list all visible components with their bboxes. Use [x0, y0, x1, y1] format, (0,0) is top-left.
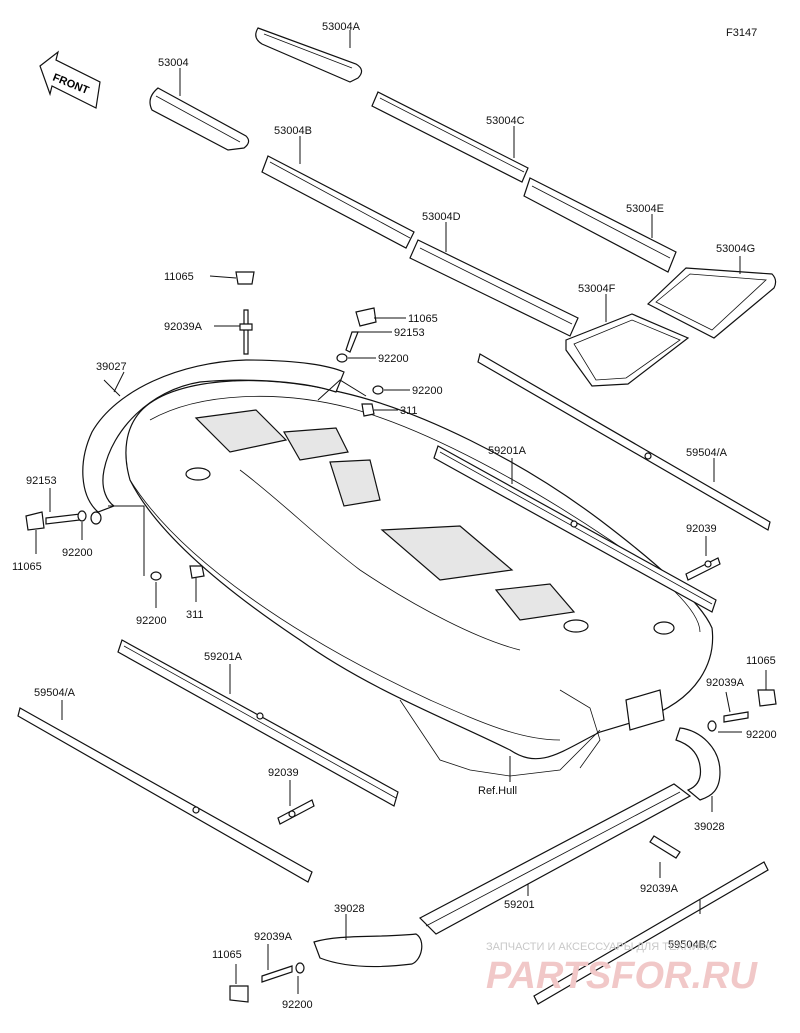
bumper-39028-lower [313, 933, 423, 968]
washer-92200-b [372, 385, 384, 395]
label-11065-e: 11065 [212, 949, 242, 961]
rivet-92039-b [277, 799, 315, 825]
nut-311-a [361, 403, 375, 417]
label-53004B: 53004B [274, 125, 312, 137]
label-92153-b: 92153 [26, 475, 57, 487]
label-92039-a: 92039 [686, 523, 717, 535]
bolt-92153-a [345, 331, 359, 353]
label-53004D: 53004D [422, 211, 461, 223]
label-92039A-b: 92039A [706, 677, 745, 689]
label-59504A-b: 59504/A [34, 687, 76, 699]
label-53004A: 53004A [322, 21, 361, 33]
rivet-92039-a [685, 557, 721, 581]
mat-53004A [255, 27, 363, 83]
label-59504BC: 59504B/C [668, 939, 717, 951]
label-53004E: 53004E [626, 203, 664, 215]
label-92039A-d: 92039A [254, 931, 293, 943]
mat-53004 [149, 87, 250, 151]
label-53004F: 53004F [578, 283, 616, 295]
label-92200-a: 92200 [378, 353, 409, 365]
label-92153-a: 92153 [394, 327, 425, 339]
label-92039A-c: 92039A [640, 883, 679, 895]
watermark-caption: ЗАПЧАСТИ И АКСЕССУАРЫ ДЛЯ ТЕХНИКИ [486, 941, 714, 953]
fastener-set-lower-left [229, 962, 305, 1003]
label-92200-c: 92200 [62, 547, 93, 559]
label-92039A-a: 92039A [164, 321, 203, 333]
label-59504A-a: 59504/A [686, 447, 728, 459]
mat-leaders [179, 30, 741, 322]
front-arrow-icon: FRONT [39, 50, 101, 109]
bumper-39027 [82, 359, 367, 513]
rail-59201 [419, 783, 692, 935]
label-39028-a: 39028 [694, 821, 725, 833]
label-53004C: 53004C [486, 115, 525, 127]
label-59201A-a: 59201A [488, 445, 527, 457]
label-311-a: 311 [400, 405, 418, 417]
mat-53004B [261, 155, 415, 249]
watermark-logo: PARTSFOR.RU [486, 955, 758, 997]
mat-53004E [523, 177, 677, 273]
rail-59504A-lower [17, 707, 313, 883]
label-59201: 59201 [504, 899, 535, 911]
label-53004: 53004 [158, 57, 189, 69]
label-39028-b: 39028 [334, 903, 365, 915]
mat-53004D [409, 239, 579, 337]
label-39027: 39027 [96, 361, 127, 373]
label-11065-d: 11065 [746, 655, 776, 667]
label-92200-b: 92200 [412, 385, 443, 397]
rail-59201A-lower [117, 639, 399, 807]
mat-53004F [565, 313, 690, 387]
label-92200-e: 92200 [746, 729, 777, 741]
cap-11065-a [235, 271, 255, 285]
mat-53004C [371, 91, 529, 183]
label-11065-c: 11065 [12, 561, 42, 573]
bumper-39028-right [675, 727, 721, 801]
label-92200-d: 92200 [136, 615, 167, 627]
label-53004G: 53004G [716, 243, 755, 255]
label-59201A-b: 59201A [204, 651, 243, 663]
mat-53004G [646, 267, 777, 339]
fastener-leaders [35, 275, 767, 994]
figure-code: F3147 [726, 27, 757, 39]
rail-59504BC [533, 861, 769, 1005]
hull [125, 380, 714, 777]
label-92200-f: 92200 [282, 999, 313, 1011]
fastener-set-left [25, 510, 102, 531]
label-311-b: 311 [186, 609, 204, 621]
label-11065-a: 11065 [164, 271, 194, 283]
label-92039-b: 92039 [268, 767, 299, 779]
fastener-set-middle [150, 565, 205, 581]
rivet-92039A-a [239, 309, 253, 355]
label-11065-b: 11065 [408, 313, 438, 325]
rail-59201A-upper [433, 445, 717, 613]
rivet-92039A-c [649, 835, 681, 859]
fastener-set-right [707, 689, 777, 732]
label-ref-hull: Ref.Hull [478, 785, 517, 797]
rail-59504A-upper [477, 353, 771, 531]
cap-11065-b [355, 307, 377, 327]
washer-92200-a [336, 353, 348, 363]
